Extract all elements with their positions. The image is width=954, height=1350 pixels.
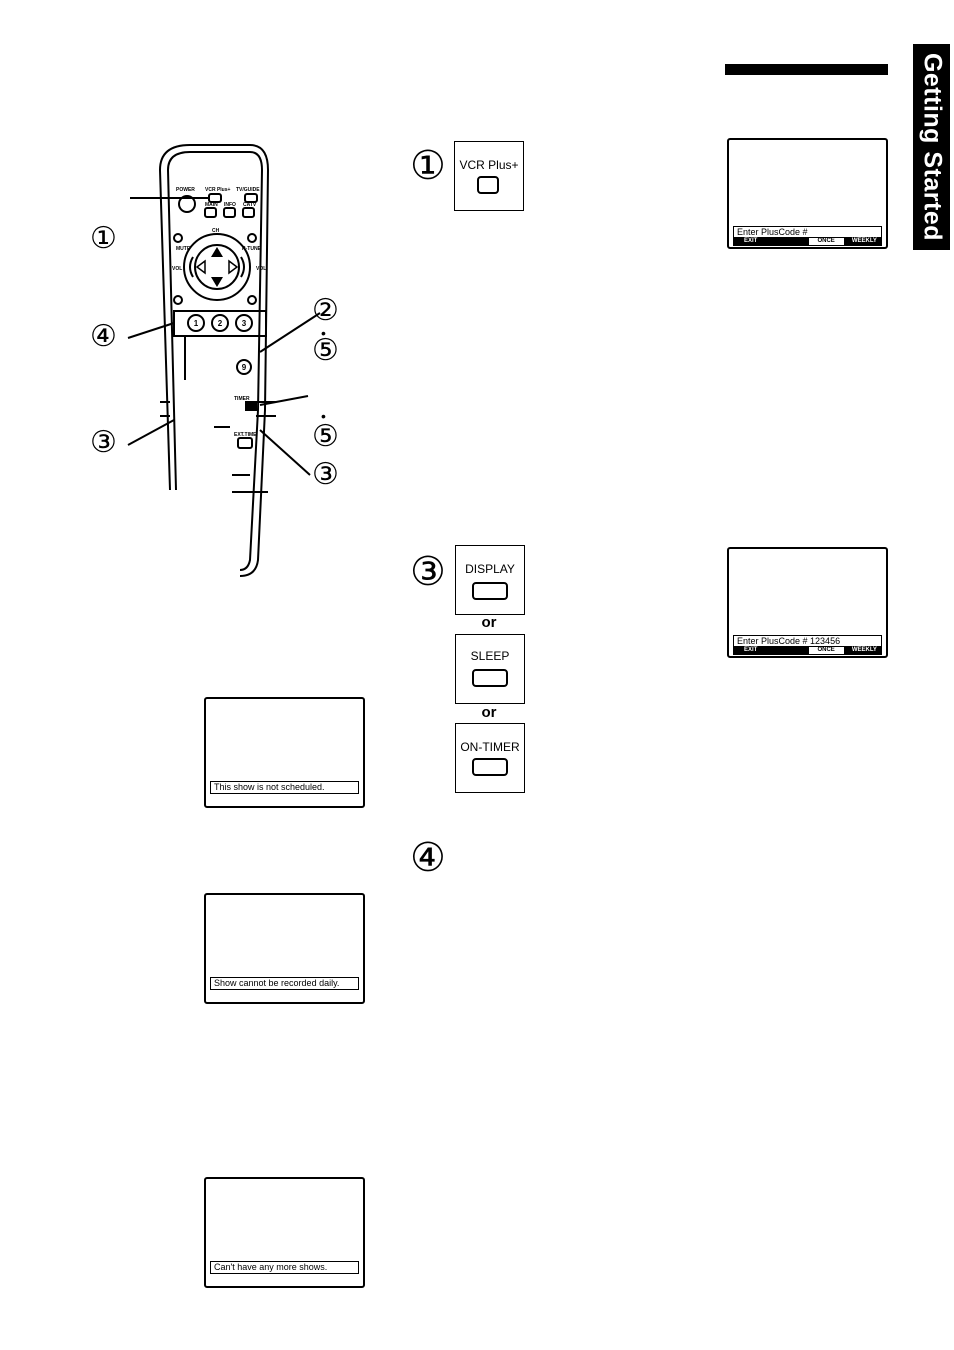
ext-time-label: EXT.TIME [234,432,257,438]
on-timer-button[interactable] [472,758,508,776]
vol-right-label: VOL [256,266,266,272]
r-tune-label: R-TUNE [242,246,262,252]
section-tab-label: Getting Started [918,52,946,242]
vcr-plus-button[interactable] [477,176,499,194]
or-text: or [481,614,497,631]
power-label: POWER [176,187,195,193]
screen-menu: EXIT ONCE WEEKLY [733,646,882,655]
on-timer-key-panel: ON-TIMER [455,723,525,793]
menu-once: ONCE [807,646,845,655]
key-1-label: 1 [194,319,199,328]
screen-message: This show is not scheduled. [210,781,359,794]
step-marker-2: ② [312,294,339,327]
tv-screen-enter-code: Enter PlusCode # EXIT ONCE WEEKLY [727,138,888,249]
sleep-button[interactable] [472,669,508,687]
vcr-plus-key-panel: VCR Plus+ [454,141,524,211]
display-key-panel: DISPLAY [455,545,525,615]
step-1-marker: ① [410,144,446,188]
section-tab: Getting Started [913,44,950,250]
step-marker-1: ① [90,222,117,255]
mute-label: MUTE [176,246,191,252]
tv-screen-not-daily: Show cannot be recorded daily. [204,893,365,1004]
vcr-plus-key-label: VCR Plus+ [459,158,519,172]
menu-blank [770,237,806,246]
sleep-key-panel: SLEEP [455,634,525,704]
ch-label: CH [212,228,220,234]
vcr-plus-label: VCR Plus+ [205,187,231,193]
key-3-label: 3 [242,319,247,328]
step-marker-3-left: ③ [90,426,117,459]
bullet: • [321,325,326,341]
menu-exit: EXIT [743,238,758,244]
menu-blank [770,646,806,655]
header-rule [725,64,888,75]
display-button[interactable] [472,582,508,600]
remote-control-illustration: POWER VCR Plus+ TV/GUIDE MAIN INFO CATV … [127,144,321,577]
step-marker-5-top: ⑤ [312,334,339,367]
screen-message: Can't have any more shows. [210,1261,359,1274]
menu-once: ONCE [807,237,845,246]
step-4-marker: ④ [410,836,446,880]
menu-weekly: WEEKLY [851,238,877,244]
menu-weekly: WEEKLY [851,647,877,653]
step-marker-3-right: ③ [312,458,339,491]
timer-label: TIMER [234,396,250,402]
tv-screen-code-entered: Enter PlusCode # 123456 EXIT ONCE WEEKLY [727,547,888,658]
catv-label: CATV [243,202,257,208]
info-label: INFO [224,202,236,208]
step-3-marker: ③ [410,550,446,594]
on-timer-key-label: ON-TIMER [460,740,520,754]
sleep-key-label: SLEEP [470,649,510,663]
step-marker-5-bottom: ⑤ [312,420,339,453]
key-9-label: 9 [242,363,247,372]
vol-left-label: VOL [172,266,182,272]
bullet: • [321,408,326,424]
main-label: MAIN [205,202,218,208]
tv-screen-no-more-shows: Can't have any more shows. [204,1177,365,1288]
display-key-label: DISPLAY [465,562,515,576]
step-marker-4: ④ [90,320,117,353]
or-text: or [481,704,497,721]
screen-menu: EXIT ONCE WEEKLY [733,237,882,246]
key-2-label: 2 [218,319,223,328]
tv-guide-label: TV/GUIDE [236,187,260,193]
screen-message: Show cannot be recorded daily. [210,977,359,990]
tv-screen-not-scheduled: This show is not scheduled. [204,697,365,808]
menu-exit: EXIT [743,647,758,653]
